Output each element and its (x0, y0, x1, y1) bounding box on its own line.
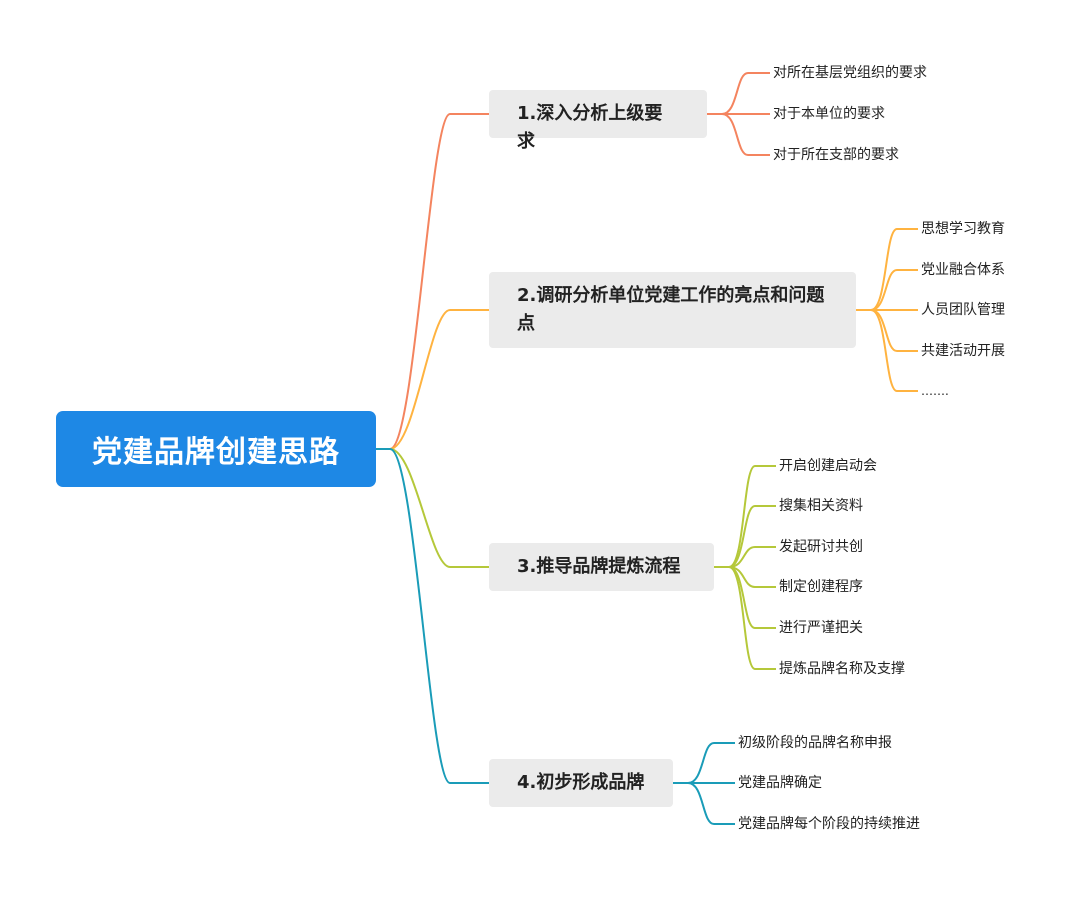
leaf-link (721, 72, 770, 115)
leaf-item[interactable]: 人员团队管理 (921, 302, 1005, 318)
branch-node-1[interactable]: 1.深入分析上级要求 (489, 90, 707, 152)
leaf-link (728, 505, 776, 568)
leaf-item[interactable]: 对于本单位的要求 (773, 106, 885, 122)
root-node[interactable]: 党建品牌创建思路 (56, 411, 376, 487)
leaf-item[interactable]: 制定创建程序 (779, 579, 863, 595)
branch-title: 1.深入分析上级要求 (517, 103, 663, 152)
leaf-link (721, 113, 770, 156)
leaf-item[interactable]: 党建品牌每个阶段的持续推进 (738, 816, 920, 832)
branch-node-2[interactable]: 2.调研分析单位党建工作的亮点和问题点 (489, 272, 856, 348)
leaf-item[interactable]: 党业融合体系 (921, 262, 1005, 278)
branch-title: 3.推导品牌提炼流程 (517, 556, 681, 577)
leaf-item[interactable]: 提炼品牌名称及支撑 (779, 661, 905, 677)
root-branch-link-3 (389, 448, 489, 568)
leaf-item[interactable]: 思想学习教育 (921, 221, 1005, 237)
leaf-item[interactable]: 初级阶段的品牌名称申报 (738, 735, 892, 751)
branch-title: 4.初步形成品牌 (517, 772, 645, 793)
leaf-link (870, 228, 918, 311)
leaf-link (728, 546, 776, 568)
leaf-item[interactable]: 搜集相关资料 (779, 498, 863, 514)
leaf-link (687, 742, 735, 784)
leaf-item[interactable]: 进行严谨把关 (779, 620, 863, 636)
branch-node-3[interactable]: 3.推导品牌提炼流程 (489, 543, 714, 591)
leaf-link (687, 782, 735, 825)
leaf-link (728, 465, 776, 568)
root-title: 党建品牌创建思路 (92, 435, 340, 470)
leaf-link (870, 309, 918, 392)
root-branch-link-2 (389, 309, 489, 450)
leaf-link (728, 566, 776, 670)
branch-node-4[interactable]: 4.初步形成品牌 (489, 759, 673, 807)
root-branch-link-4 (389, 448, 489, 784)
leaf-item[interactable]: 发起研讨共创 (779, 539, 863, 555)
leaf-item[interactable]: 共建活动开展 (921, 343, 1005, 359)
leaf-link (870, 269, 918, 311)
leaf-item[interactable]: 党建品牌确定 (738, 775, 822, 791)
leaf-item[interactable]: 对所在基层党组织的要求 (773, 65, 927, 81)
leaf-item[interactable]: ……. (921, 384, 949, 398)
branch-title: 2.调研分析单位党建工作的亮点和问题点 (517, 285, 825, 334)
leaf-item[interactable]: 开启创建启动会 (779, 458, 877, 474)
leaf-item[interactable]: 对于所在支部的要求 (773, 147, 899, 163)
root-branch-link-1 (389, 113, 489, 450)
